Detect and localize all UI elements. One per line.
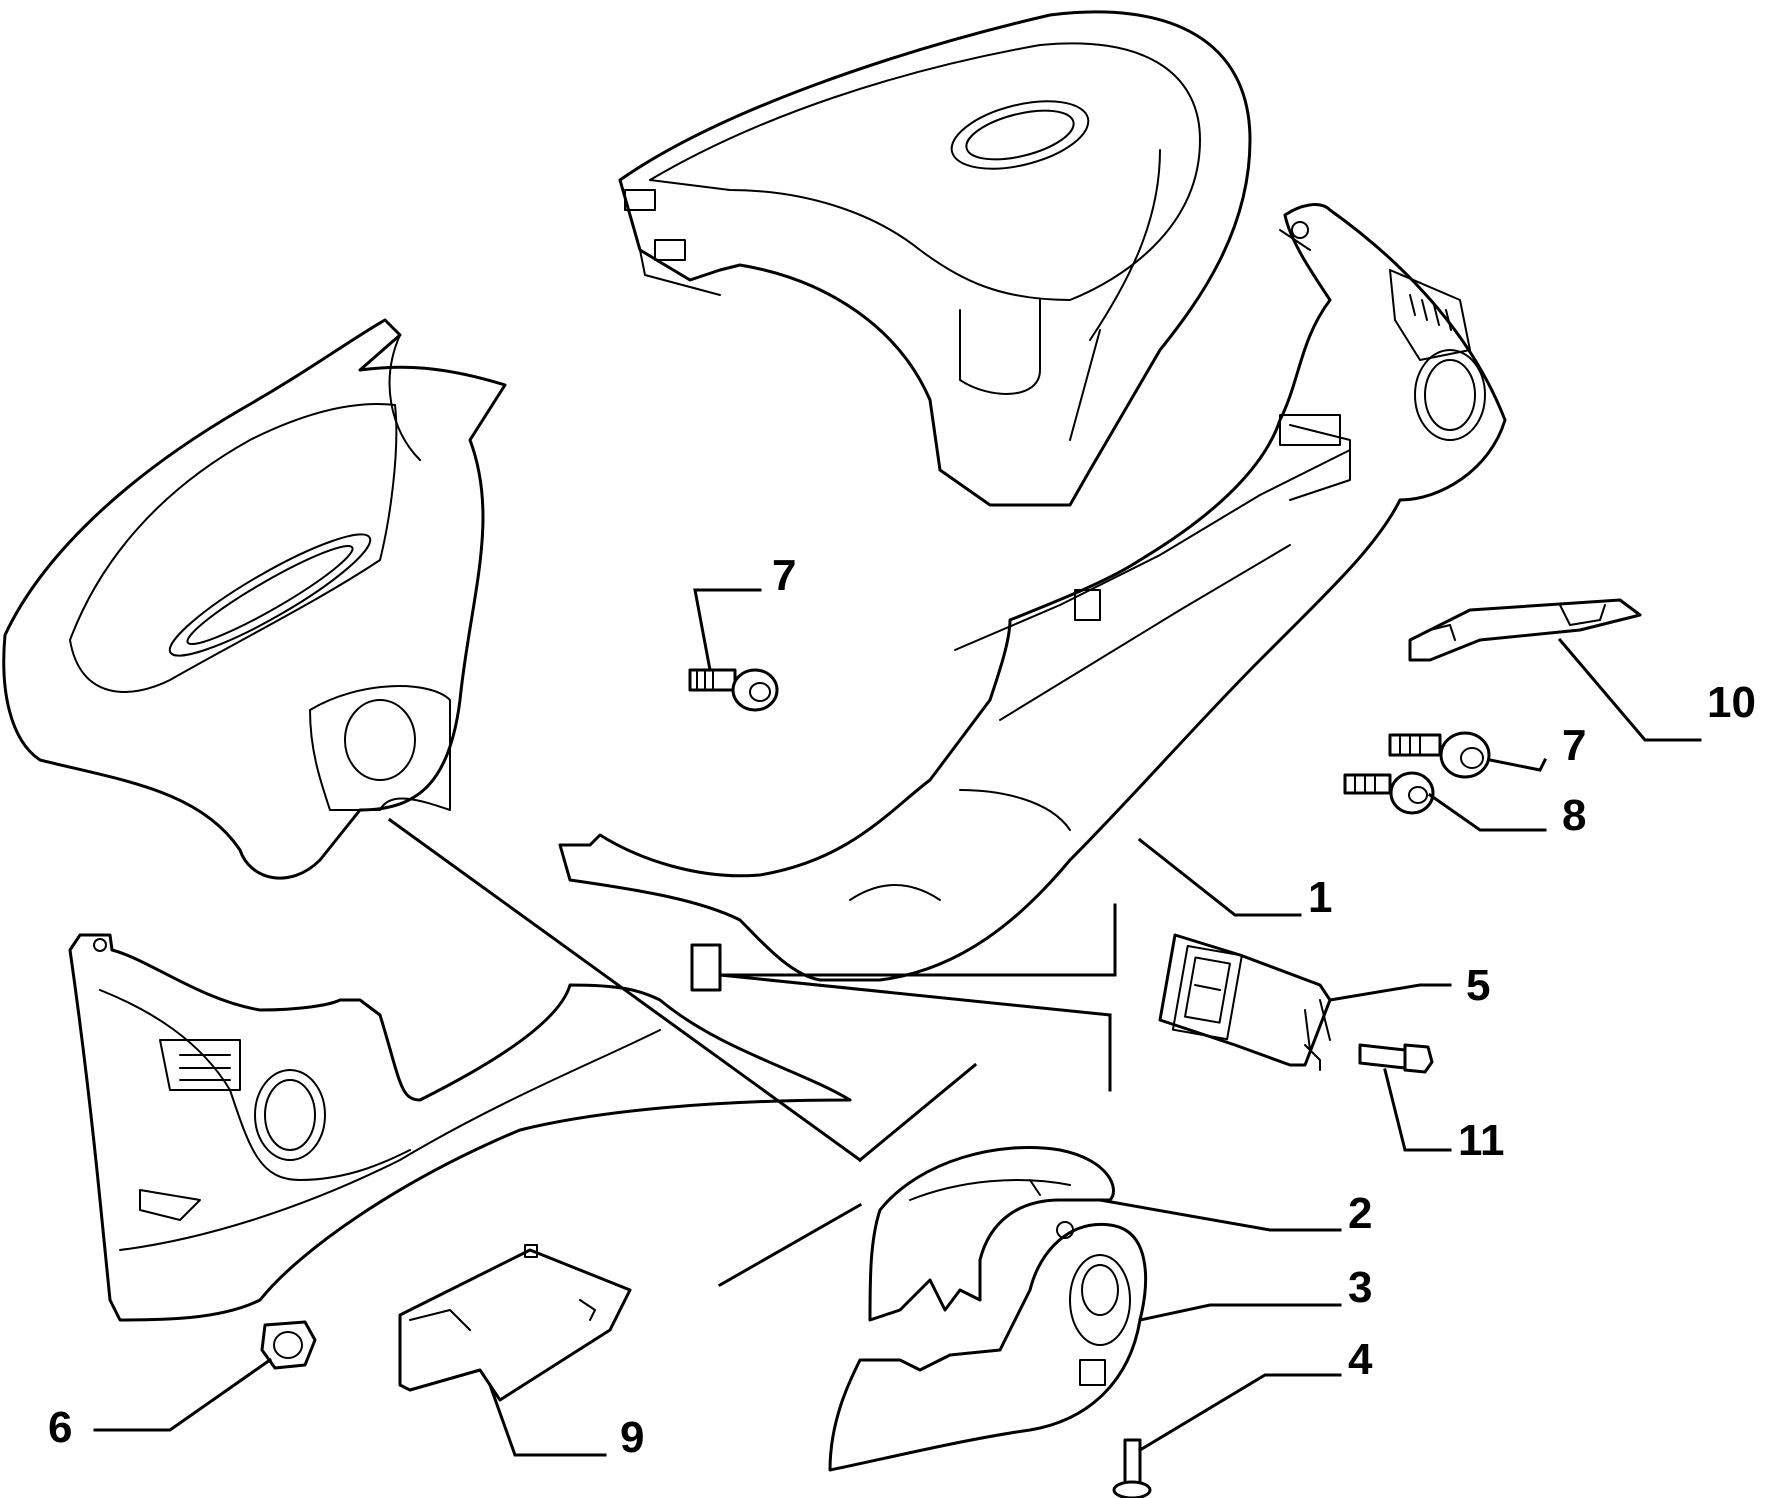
callout-5: 5 (1466, 961, 1490, 1010)
callout-1: 1 (1308, 873, 1332, 922)
callout-9: 9 (620, 1413, 644, 1462)
cover-9 (398, 1244, 632, 1402)
left-dashboard-half-shell (2, 318, 507, 880)
upper-dashboard-cover (618, 10, 1252, 507)
screw-7-top (688, 668, 779, 712)
main-lower-shell (558, 203, 1507, 982)
callout-7-right: 7 (1562, 721, 1586, 770)
callout-6: 6 (48, 1403, 72, 1452)
switch-panel (1158, 933, 1332, 1071)
callout-10: 10 (1707, 678, 1756, 727)
callout-3: 3 (1348, 1263, 1372, 1312)
callout-2: 2 (1348, 1189, 1372, 1238)
callout-7-top: 7 (772, 551, 796, 600)
trim-cover-3 (828, 1221, 1148, 1472)
trim-cover-2 (868, 1146, 1115, 1322)
callout-8: 8 (1562, 791, 1586, 840)
nut-6 (260, 1320, 317, 1370)
assembly-lines (387, 817, 1117, 1288)
screw-7-right (1388, 731, 1491, 779)
screw-4 (1112, 1438, 1152, 1498)
screw-11 (1358, 1043, 1434, 1074)
callout-11: 11 (1458, 1116, 1505, 1165)
cover-10 (1408, 598, 1642, 662)
front-lower-shell (68, 933, 852, 1322)
screw-8 (1343, 771, 1435, 815)
leader-lines (93, 588, 1702, 1457)
callouts: 7 10 7 8 1 5 11 2 3 4 6 9 (48, 551, 1756, 1462)
callout-4: 4 (1348, 1335, 1373, 1384)
